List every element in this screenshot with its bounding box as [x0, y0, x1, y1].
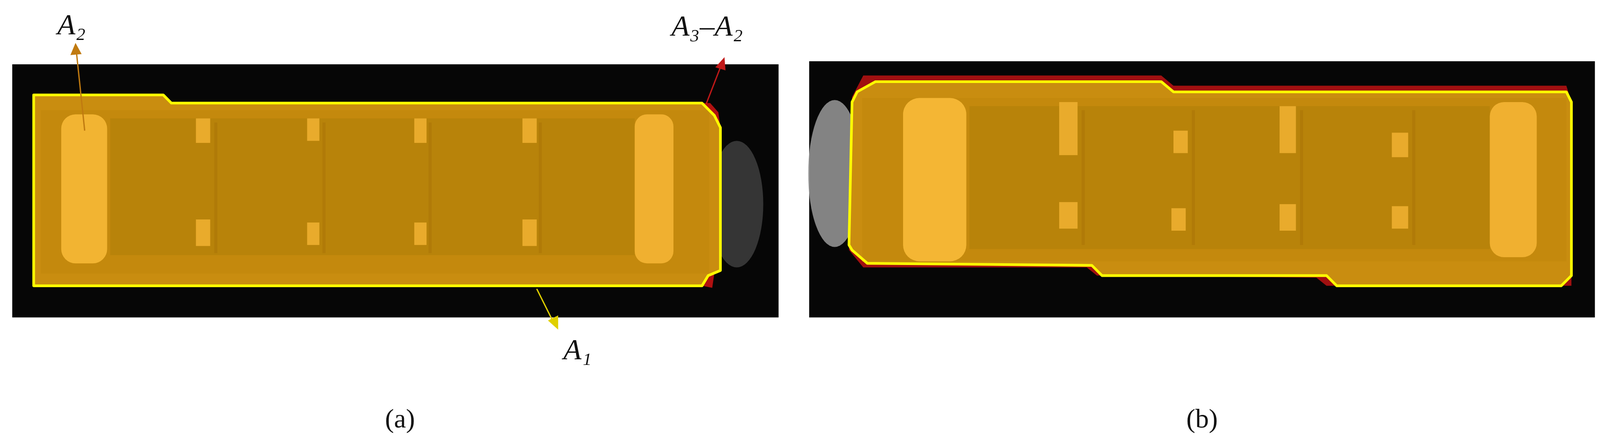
image-ground: [809, 61, 1595, 318]
arrow-head: [70, 43, 82, 56]
leader-line: [536, 289, 552, 320]
bright-marks: [196, 118, 537, 247]
overlay-fill: [33, 94, 720, 286]
outline: [849, 81, 1572, 287]
leader-line: [76, 53, 85, 131]
panel-label: (a): [385, 405, 416, 433]
cell-body: [40, 110, 710, 274]
cell-body: [862, 98, 1567, 262]
leader-arrows: [70, 43, 726, 330]
leader-line: [706, 67, 721, 105]
cell-dividers: [214, 122, 542, 254]
image-ground: [12, 64, 779, 318]
panel-a: [12, 64, 779, 318]
panel-label: (b): [1186, 405, 1218, 433]
difference-region: [849, 75, 1572, 287]
panel-b: [808, 61, 1595, 318]
bright-band: [903, 98, 967, 262]
bright-band: [61, 114, 108, 264]
bright-band: [634, 114, 674, 264]
cell-dividers: [1081, 110, 1416, 246]
outline-a1: [33, 94, 720, 286]
cell-core: [110, 118, 635, 256]
region-label: A₁: [563, 334, 592, 365]
arrow-head: [547, 315, 558, 330]
region-label: A₂: [57, 9, 86, 40]
arrow-head: [715, 57, 726, 71]
overlay-fill: [849, 81, 1572, 287]
region-label: A₃–A₂: [671, 10, 743, 41]
cell-core: [969, 106, 1490, 250]
bright-marks: [1059, 102, 1409, 231]
bright-band: [1490, 102, 1537, 258]
